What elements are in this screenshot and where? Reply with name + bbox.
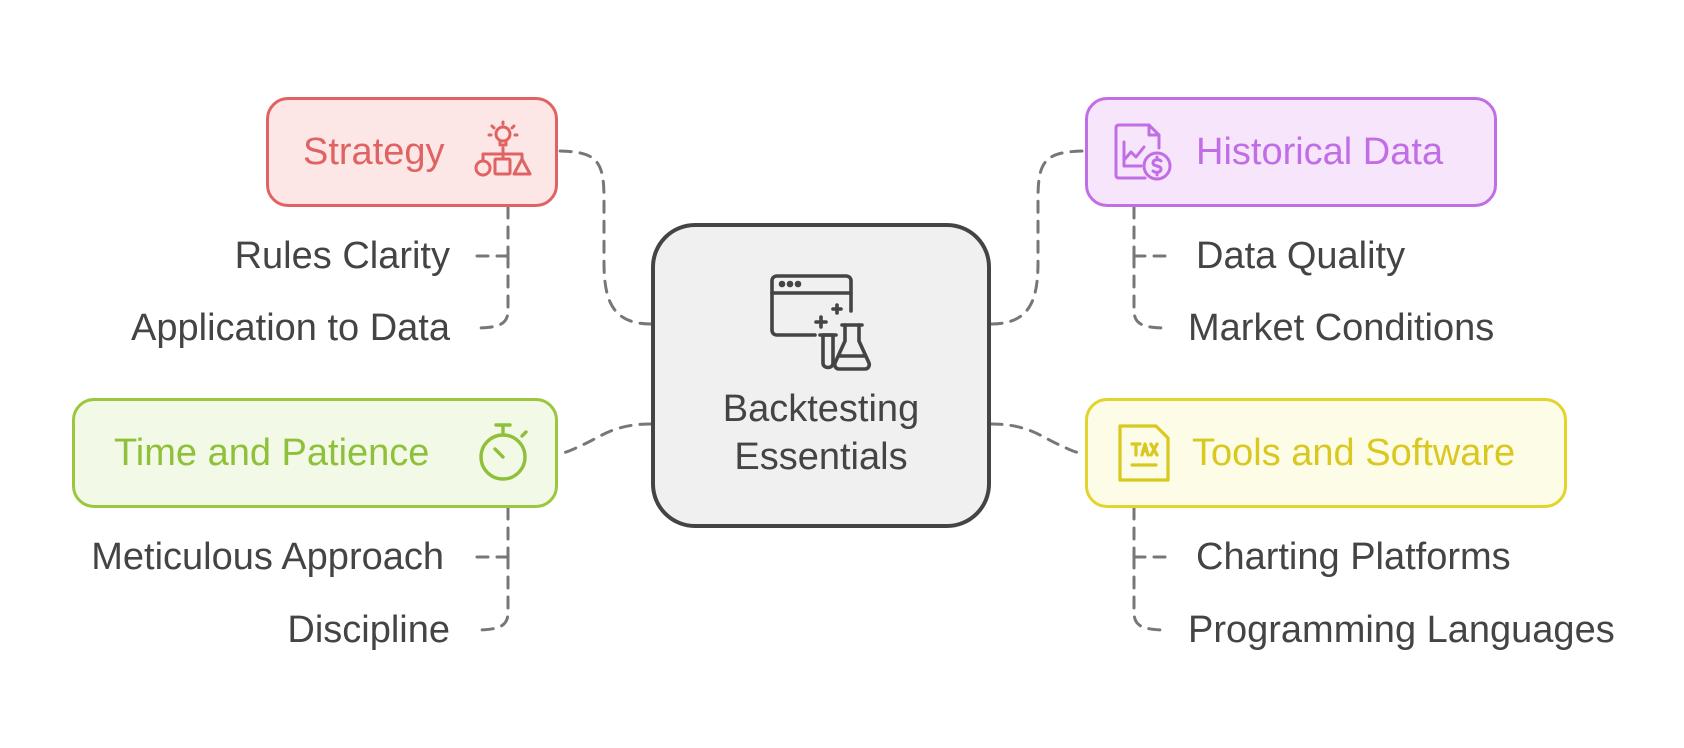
strategy-node: Strategy	[266, 97, 558, 207]
connector-historical-data	[989, 149, 1085, 326]
tools-and-software-title: Tools and Software	[1192, 431, 1516, 474]
central-topic-node: Backtesting Essentials	[651, 223, 991, 528]
connector-application-to-data	[472, 254, 510, 330]
connector-programming-languages	[1132, 555, 1170, 632]
chart-document-dollar-icon	[1111, 120, 1175, 184]
central-topic-title: Backtesting Essentials	[655, 385, 987, 481]
idea-shapes-icon	[471, 120, 535, 184]
historical-data-title: Historical Data	[1196, 130, 1444, 173]
connector-tools-and-software	[989, 422, 1085, 455]
sub-item-application-to-data: Application to Data	[131, 307, 450, 349]
central-topic-title-line2: Essentials	[734, 436, 908, 478]
sub-item-charting-platforms: Charting Platforms	[1196, 536, 1511, 578]
connector-market-conditions	[1132, 254, 1170, 330]
connector-strategy	[558, 149, 653, 326]
sub-item-data-quality: Data Quality	[1196, 235, 1406, 277]
sub-item-market-conditions: Market Conditions	[1188, 307, 1495, 349]
tools-and-software-node: Tools and Software	[1085, 398, 1567, 508]
strategy-title: Strategy	[303, 130, 445, 173]
sub-item-discipline: Discipline	[287, 609, 450, 651]
time-and-patience-node: Time and Patience	[72, 398, 558, 508]
time-and-patience-title: Time and Patience	[114, 431, 430, 474]
tax-document-icon	[1112, 421, 1176, 485]
sub-item-programming-languages: Programming Languages	[1188, 609, 1615, 651]
browser-flask-icon	[769, 271, 873, 375]
connector-discipline	[472, 555, 510, 632]
historical-data-node: Historical Data	[1085, 97, 1497, 207]
connector-time-and-patience	[558, 422, 653, 455]
sub-item-rules-clarity: Rules Clarity	[234, 235, 450, 277]
sub-item-meticulous-approach: Meticulous Approach	[91, 536, 444, 578]
central-topic-title-line1: Backtesting	[722, 388, 920, 430]
stopwatch-icon	[473, 421, 537, 485]
